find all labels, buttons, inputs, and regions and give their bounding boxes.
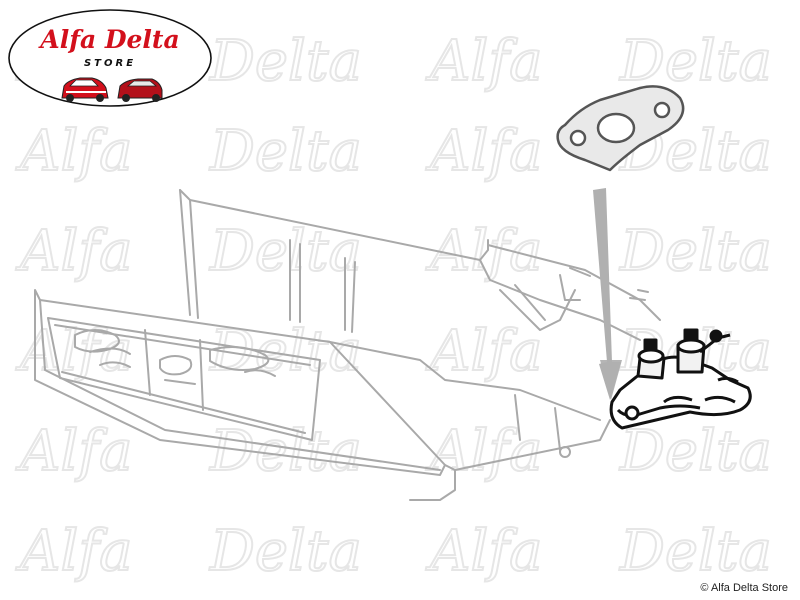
- down-arrow-icon: [593, 188, 622, 400]
- watermark-row: Alfa Delta Alfa Delta: [14, 518, 773, 585]
- watermark-row: Alfa Delta Alfa Delta: [14, 118, 773, 185]
- car-white-icon: [61, 77, 109, 102]
- logo-subtitle: STORE: [84, 58, 136, 69]
- watermark-text: Alfa: [425, 119, 542, 184]
- watermark-text: Delta: [619, 419, 772, 484]
- store-logo: Alfa Delta STORE: [8, 9, 212, 107]
- watermark-text: Alfa: [425, 319, 542, 384]
- dashboard-housing-sketch: [34, 189, 661, 501]
- watermark-row: Alfa Delta Alfa Delta: [14, 218, 773, 285]
- watermark-text: Alfa: [15, 119, 132, 184]
- watermark-text: Alfa: [15, 519, 132, 584]
- watermark-text: Alfa: [15, 219, 132, 284]
- logo-title: Alfa Delta: [38, 25, 179, 54]
- watermark-text: Alfa: [425, 519, 542, 584]
- watermark-text: Delta: [619, 29, 772, 94]
- watermark-text: Delta: [209, 219, 362, 284]
- gasket-part: [556, 85, 685, 172]
- watermark-text: Delta: [209, 519, 362, 584]
- watermark-text: Delta: [619, 519, 772, 584]
- copyright-text: © Alfa Delta Store: [700, 582, 788, 594]
- highlighted-part: [609, 328, 752, 430]
- watermark-text: Delta: [209, 319, 362, 384]
- watermark-text: Alfa: [425, 219, 542, 284]
- watermark-text: Delta: [209, 29, 362, 94]
- watermark-text: Alfa: [15, 319, 132, 384]
- watermark-text: Delta: [619, 219, 772, 284]
- watermark-text: Alfa: [425, 419, 542, 484]
- watermark-text: Delta: [209, 419, 362, 484]
- watermark-row: Alfa Delta Alfa Delta: [14, 418, 773, 485]
- watermark-text: Alfa: [425, 29, 542, 94]
- watermark-text: Alfa: [15, 419, 132, 484]
- car-red-icon: [117, 78, 163, 102]
- watermark-text: Delta: [209, 119, 362, 184]
